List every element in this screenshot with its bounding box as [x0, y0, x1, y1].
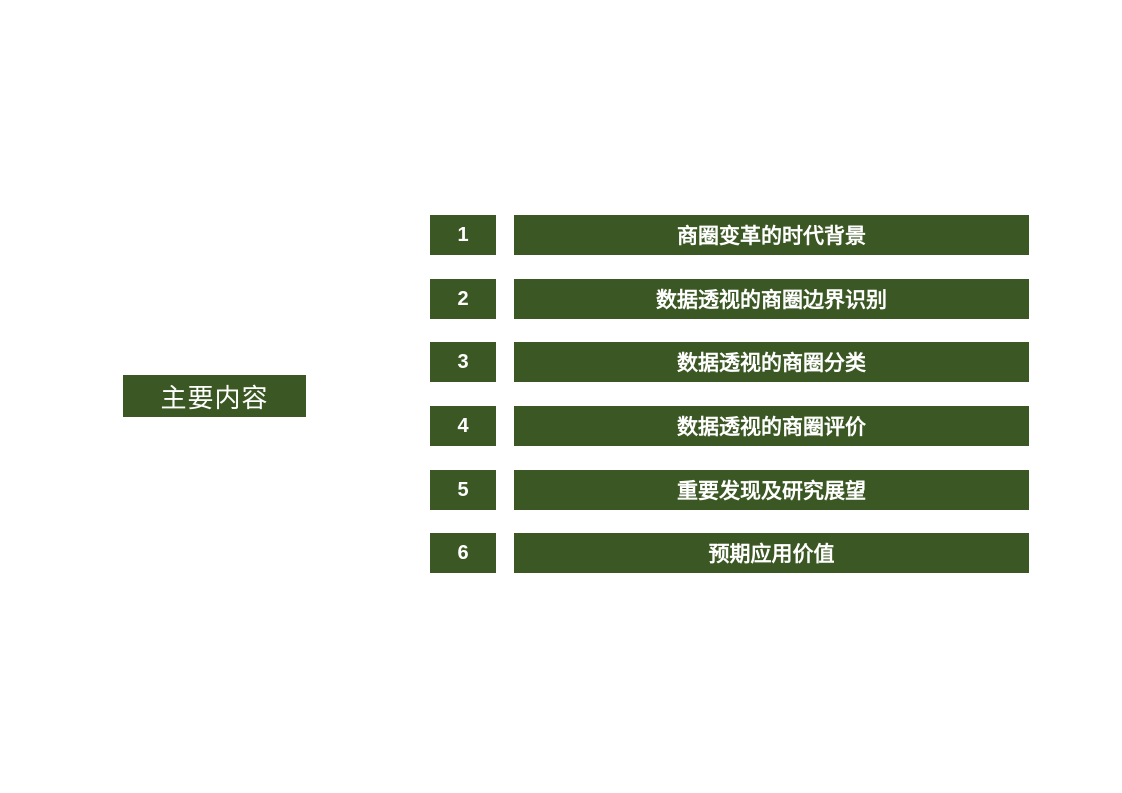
toc-label[interactable]: 商圈变革的时代背景 — [514, 215, 1029, 255]
toc-item-2[interactable]: 2 数据透视的商圈边界识别 — [430, 279, 1029, 319]
toc-number: 3 — [430, 342, 496, 382]
toc-number: 5 — [430, 470, 496, 510]
toc-label[interactable]: 数据透视的商圈分类 — [514, 342, 1029, 382]
toc-label[interactable]: 数据透视的商圈评价 — [514, 406, 1029, 446]
toc-number: 6 — [430, 533, 496, 573]
toc-number: 1 — [430, 215, 496, 255]
toc-item-4[interactable]: 4 数据透视的商圈评价 — [430, 406, 1029, 446]
section-title: 主要内容 — [123, 375, 306, 417]
toc-label[interactable]: 数据透视的商圈边界识别 — [514, 279, 1029, 319]
toc-label[interactable]: 预期应用价值 — [514, 533, 1029, 573]
toc-item-1[interactable]: 1 商圈变革的时代背景 — [430, 215, 1029, 255]
toc-item-3[interactable]: 3 数据透视的商圈分类 — [430, 342, 1029, 382]
toc-item-6[interactable]: 6 预期应用价值 — [430, 533, 1029, 573]
toc-label[interactable]: 重要发现及研究展望 — [514, 470, 1029, 510]
toc-number: 2 — [430, 279, 496, 319]
toc-number: 4 — [430, 406, 496, 446]
toc-item-5[interactable]: 5 重要发现及研究展望 — [430, 470, 1029, 510]
